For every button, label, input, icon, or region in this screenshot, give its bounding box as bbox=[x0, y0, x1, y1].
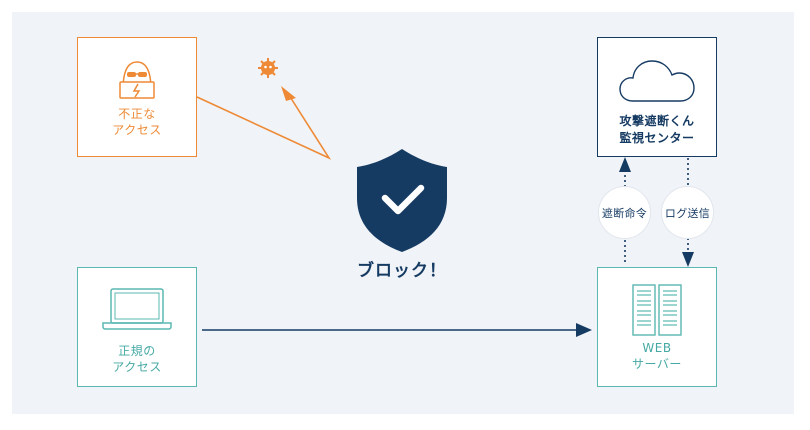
log-send-arrowhead bbox=[682, 252, 694, 267]
cloud-icon bbox=[619, 60, 695, 102]
unauthorized-access-label: 不正な アクセス bbox=[112, 107, 162, 137]
legit-access-node: 正規の アクセス bbox=[77, 267, 197, 387]
unauthorized-access-node: 不正な アクセス bbox=[77, 37, 197, 157]
block-command-badge: 遮断命令 bbox=[598, 186, 651, 239]
attack-arrowhead bbox=[281, 86, 296, 101]
log-send-badge: ログ送信 bbox=[661, 186, 714, 239]
block-command-arrowhead bbox=[619, 157, 631, 172]
attack-path bbox=[196, 91, 332, 160]
legit-arrowhead bbox=[576, 323, 592, 337]
legit-access-label: 正規の アクセス bbox=[112, 344, 162, 374]
web-server-label: WEB サーバー bbox=[632, 341, 682, 371]
virus-icon bbox=[258, 58, 278, 78]
hacker-icon bbox=[119, 61, 155, 99]
monitoring-center-node: 攻撃遮断くん 監視センター bbox=[597, 37, 717, 157]
monitoring-center-label: 攻撃遮断くん 監視センター bbox=[619, 114, 695, 145]
web-server-node: WEB サーバー bbox=[597, 267, 717, 387]
server-icon bbox=[632, 284, 682, 336]
laptop-icon bbox=[102, 288, 172, 330]
block-label: ブロック！ bbox=[357, 261, 447, 281]
shield-check-icon bbox=[357, 149, 447, 252]
